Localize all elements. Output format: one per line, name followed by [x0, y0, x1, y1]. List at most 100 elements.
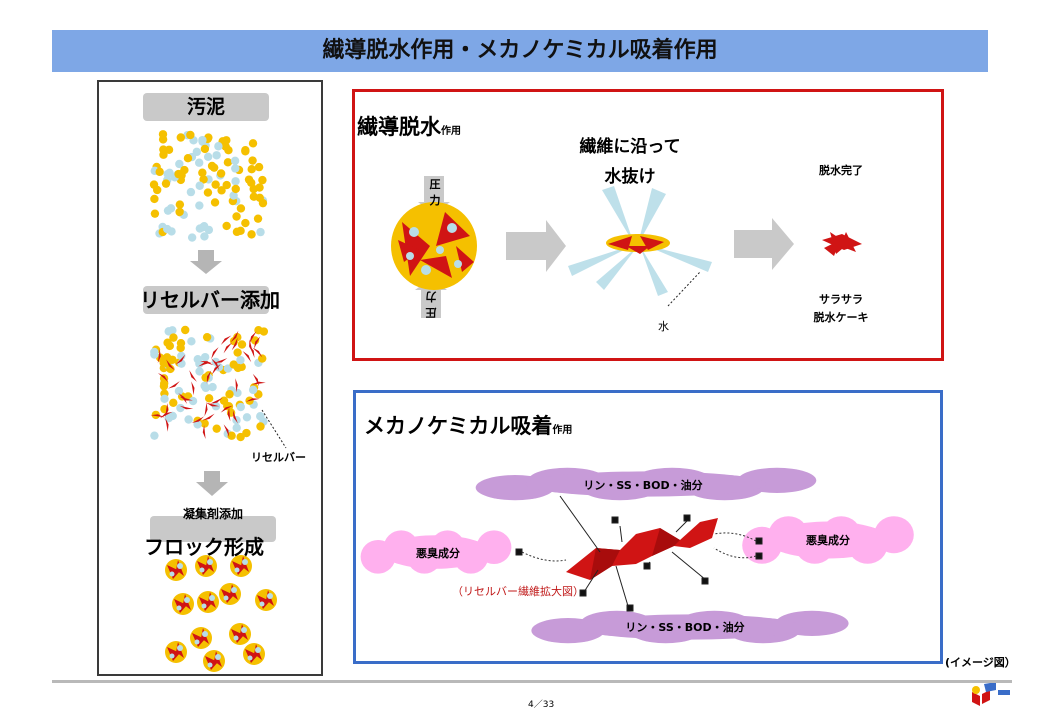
floc-water: [207, 559, 213, 565]
floc-water: [242, 559, 248, 565]
sludge-particle: [183, 154, 193, 163]
mixed-particle: [176, 403, 185, 413]
floc: [165, 641, 187, 663]
sludge-particle: [149, 180, 159, 189]
fiber-strand: [252, 347, 263, 358]
water-label: 水: [658, 320, 669, 333]
fiber-strand: [214, 358, 228, 363]
top-cloud-label: リン・SS・BOD・油分: [583, 479, 703, 492]
mixed-particle: [201, 383, 211, 393]
sludge-particle: [216, 169, 226, 178]
sludge-particle: [198, 135, 207, 145]
mixed-particle: [256, 422, 265, 431]
mixed-particle: [237, 340, 247, 349]
left-cloud: [360, 530, 512, 574]
pressure-top-char-1: 圧: [429, 178, 441, 191]
bottom-cloud: [531, 610, 849, 644]
mixed-particle: [232, 423, 241, 433]
fiber-callout-label: リセルバー: [251, 451, 306, 464]
fiber-magnified: [566, 518, 718, 580]
dewatering-heading: 繊導脱水作用: [357, 111, 461, 141]
fiber-caption: （リセルバー繊維拡大図）: [452, 585, 584, 598]
mixed-particle: [181, 325, 190, 335]
sludge-particle: [253, 214, 263, 223]
adsorption-lines: [515, 495, 763, 612]
mixed-particle: [211, 357, 220, 367]
fiber-strand: [165, 417, 169, 432]
top-cloud: [475, 467, 817, 501]
sludge-particle: [254, 162, 264, 172]
dewatering-heading-suffix: 作用: [441, 126, 461, 137]
mixed-particle: [219, 396, 229, 405]
mixed-particle: [254, 325, 263, 335]
mixed-particle: [250, 336, 260, 345]
title-bar: [52, 30, 988, 72]
brand-logo: [972, 682, 1010, 706]
mixed-particle: [200, 352, 210, 362]
floc-water: [259, 601, 265, 607]
sludge-particle: [195, 201, 204, 210]
fiber-strand: [220, 405, 233, 413]
floc-water: [241, 627, 247, 633]
sludge-particle: [159, 150, 168, 159]
fiber-strand: [191, 381, 195, 396]
sludge-particle: [256, 227, 265, 237]
mixed-particle: [160, 394, 169, 403]
sludge-particle: [187, 233, 197, 242]
fiber-strand: [245, 398, 260, 402]
floc-water: [176, 605, 182, 611]
fiber-strand: [223, 424, 230, 438]
sludge-particle: [167, 227, 176, 236]
mixed-particle: [227, 431, 236, 440]
sludge-particle: [222, 180, 231, 190]
fiber-strand: [253, 336, 261, 349]
sludge-particle: [200, 232, 209, 241]
sludge-particle: [175, 200, 185, 209]
sludge-particle: [212, 151, 221, 160]
fiber-strand: [204, 402, 208, 417]
mixed-particle: [208, 382, 217, 392]
floc: [172, 593, 194, 615]
mixed-particle: [159, 379, 169, 388]
sludge-label: 汚泥: [143, 93, 269, 121]
sludge-particle: [195, 224, 205, 233]
sludge-particle: [224, 146, 233, 155]
adsorption-panel: [353, 390, 943, 664]
dewatering-heading-main: 繊導脱水: [357, 115, 441, 139]
fiber-strand: [206, 370, 212, 384]
pressure-bottom-char-2: 力: [425, 290, 437, 303]
sludge-particle: [163, 206, 173, 215]
fiber-strand: [178, 392, 188, 404]
sludge-particle: [161, 179, 171, 188]
sludge-particle: [207, 161, 217, 171]
mixed-particle: [225, 390, 234, 399]
floc-label-bg: [150, 516, 276, 542]
process-panel: [97, 80, 323, 676]
squeezed-sludge: [606, 234, 670, 254]
down-arrow-2: [196, 471, 228, 496]
mixed-particle: [202, 332, 212, 342]
sludge-particle: [210, 198, 220, 207]
fiber-strand: [166, 359, 175, 371]
mixed-particles: [150, 325, 269, 442]
sludge-particle: [199, 175, 208, 184]
fiber-strand: [231, 337, 238, 351]
sludge-particle: [198, 168, 207, 177]
fiber-strand: [211, 364, 221, 375]
cloud-body: [577, 614, 803, 640]
sludge-particle: [255, 193, 264, 202]
fiber-callout-line: [261, 409, 287, 449]
floc-water: [255, 647, 261, 653]
floc: [203, 650, 225, 672]
mixed-particle: [188, 396, 198, 406]
sludge-particle: [211, 180, 220, 189]
pressure-label-top: 圧 力: [428, 177, 442, 209]
cloud-body: [767, 521, 889, 559]
sludge-particle: [175, 159, 184, 169]
fiber-strand: [211, 358, 220, 371]
pressed-sludge-blob: [391, 202, 477, 290]
sludge-particle: [222, 221, 231, 231]
sludge-particle: [150, 194, 159, 204]
mixed-particle: [242, 428, 251, 438]
flow-arrow-1: [506, 220, 566, 272]
